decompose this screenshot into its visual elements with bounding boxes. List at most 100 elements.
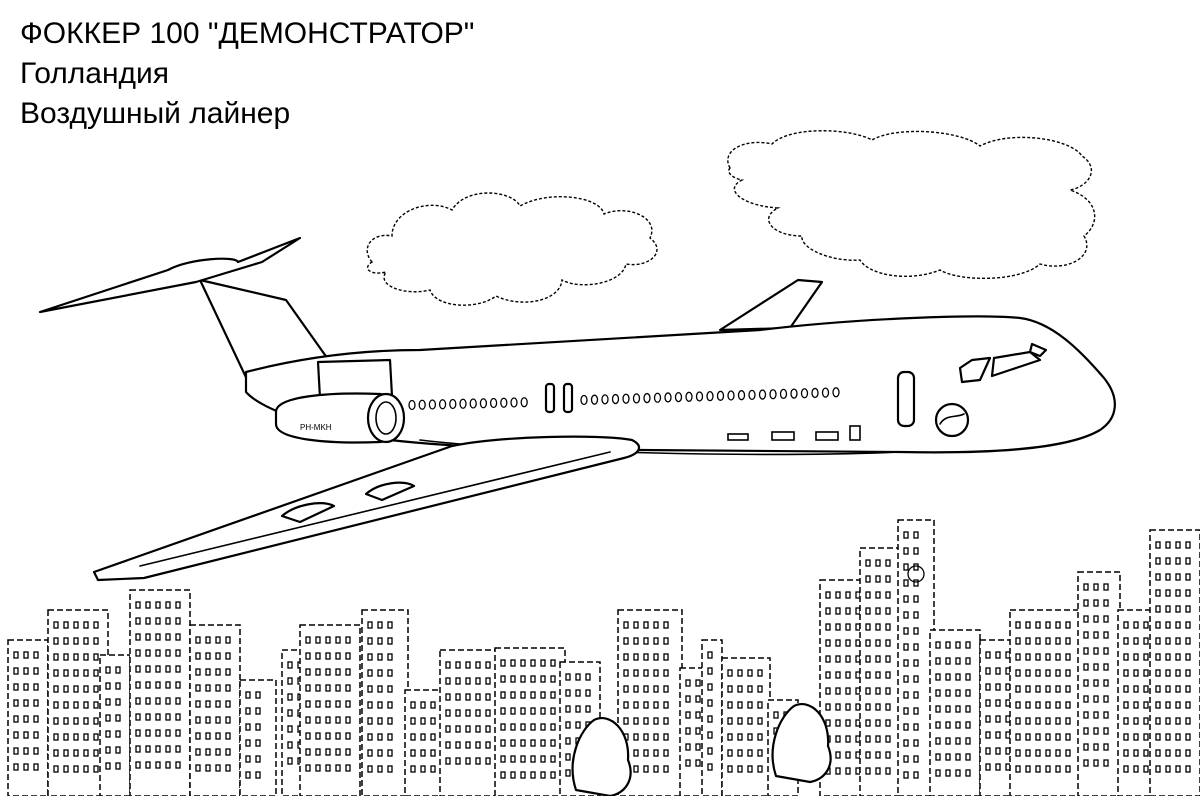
cabin-window xyxy=(674,391,683,403)
building-window xyxy=(540,755,546,763)
building-window xyxy=(1123,653,1129,661)
building-window xyxy=(757,685,763,693)
building-window xyxy=(913,579,919,587)
building-window xyxy=(1155,605,1161,613)
building-window xyxy=(530,659,536,667)
building-window xyxy=(500,707,506,715)
building-window xyxy=(135,617,141,625)
building-window xyxy=(305,716,311,724)
building-window xyxy=(1175,717,1181,725)
near-wing xyxy=(92,435,641,582)
building-window xyxy=(955,657,961,665)
building-window xyxy=(707,667,713,675)
building-window xyxy=(845,719,851,727)
building-window xyxy=(913,755,919,763)
building-window xyxy=(1175,637,1181,645)
building-window xyxy=(885,735,891,743)
building-window xyxy=(825,607,831,615)
building-window xyxy=(33,699,39,707)
building-window xyxy=(315,764,321,772)
building-window xyxy=(155,745,161,753)
building-window xyxy=(633,685,639,693)
building-window xyxy=(1025,653,1031,661)
building-window xyxy=(530,675,536,683)
building-window xyxy=(540,771,546,779)
building-window xyxy=(865,559,871,567)
building-window xyxy=(913,739,919,747)
building-window xyxy=(155,681,161,689)
building-window xyxy=(1133,653,1139,661)
building-window xyxy=(73,669,79,677)
building-window xyxy=(875,607,881,615)
building-window xyxy=(825,703,831,711)
building-window xyxy=(643,637,649,645)
building-window xyxy=(377,717,383,725)
building-window xyxy=(1143,701,1149,709)
building-window xyxy=(195,652,201,660)
building-window xyxy=(1083,695,1089,703)
building-window xyxy=(13,763,19,771)
building-window xyxy=(935,769,941,777)
building-window xyxy=(865,623,871,631)
building-window xyxy=(175,601,181,609)
building-window xyxy=(455,693,461,701)
building-window xyxy=(1035,669,1041,677)
building-window xyxy=(135,697,141,705)
building-window xyxy=(225,748,231,756)
building-window xyxy=(145,681,151,689)
building-window xyxy=(145,713,151,721)
building-window xyxy=(1185,573,1191,581)
building-window xyxy=(325,700,331,708)
building-window xyxy=(643,621,649,629)
building-window xyxy=(845,655,851,663)
building-window xyxy=(420,717,426,725)
building-window xyxy=(1165,573,1171,581)
building-window xyxy=(73,621,79,629)
building-window xyxy=(835,655,841,663)
building-window xyxy=(83,749,89,757)
building-window xyxy=(1185,669,1191,677)
building-window xyxy=(585,673,591,681)
building-window xyxy=(63,749,69,757)
building-window xyxy=(695,695,701,703)
building-window xyxy=(1155,573,1161,581)
building-window xyxy=(73,637,79,645)
building-window xyxy=(135,649,141,657)
building-window xyxy=(195,716,201,724)
building-window xyxy=(1103,759,1109,767)
building-window xyxy=(485,693,491,701)
building-window xyxy=(53,749,59,757)
building-window xyxy=(23,651,29,659)
cabin-window xyxy=(790,388,798,399)
building-window xyxy=(1175,557,1181,565)
building-window xyxy=(825,655,831,663)
building-window xyxy=(903,547,909,555)
building-window xyxy=(955,769,961,777)
building-window xyxy=(885,767,891,775)
building-window xyxy=(1185,685,1191,693)
building-window xyxy=(965,737,971,745)
building-window xyxy=(965,641,971,649)
building-window xyxy=(550,675,556,683)
building-window xyxy=(913,771,919,779)
title-line: ФОККЕР 100 "ДЕМОНСТРАТОР" xyxy=(20,17,475,50)
building-window xyxy=(145,601,151,609)
building-window xyxy=(93,701,99,709)
building-window xyxy=(325,684,331,692)
building-window xyxy=(1155,701,1161,709)
building-window xyxy=(205,716,211,724)
building-window xyxy=(845,591,851,599)
building-window xyxy=(73,717,79,725)
building-window xyxy=(1185,541,1191,549)
building-window xyxy=(1143,653,1149,661)
building-window xyxy=(335,636,341,644)
building-window xyxy=(747,717,753,725)
building-window xyxy=(685,743,691,751)
building-window xyxy=(377,621,383,629)
building-window xyxy=(1045,701,1051,709)
building-window xyxy=(663,621,669,629)
building-window xyxy=(540,707,546,715)
building-window xyxy=(305,668,311,676)
building-window xyxy=(63,733,69,741)
building-window xyxy=(225,716,231,724)
